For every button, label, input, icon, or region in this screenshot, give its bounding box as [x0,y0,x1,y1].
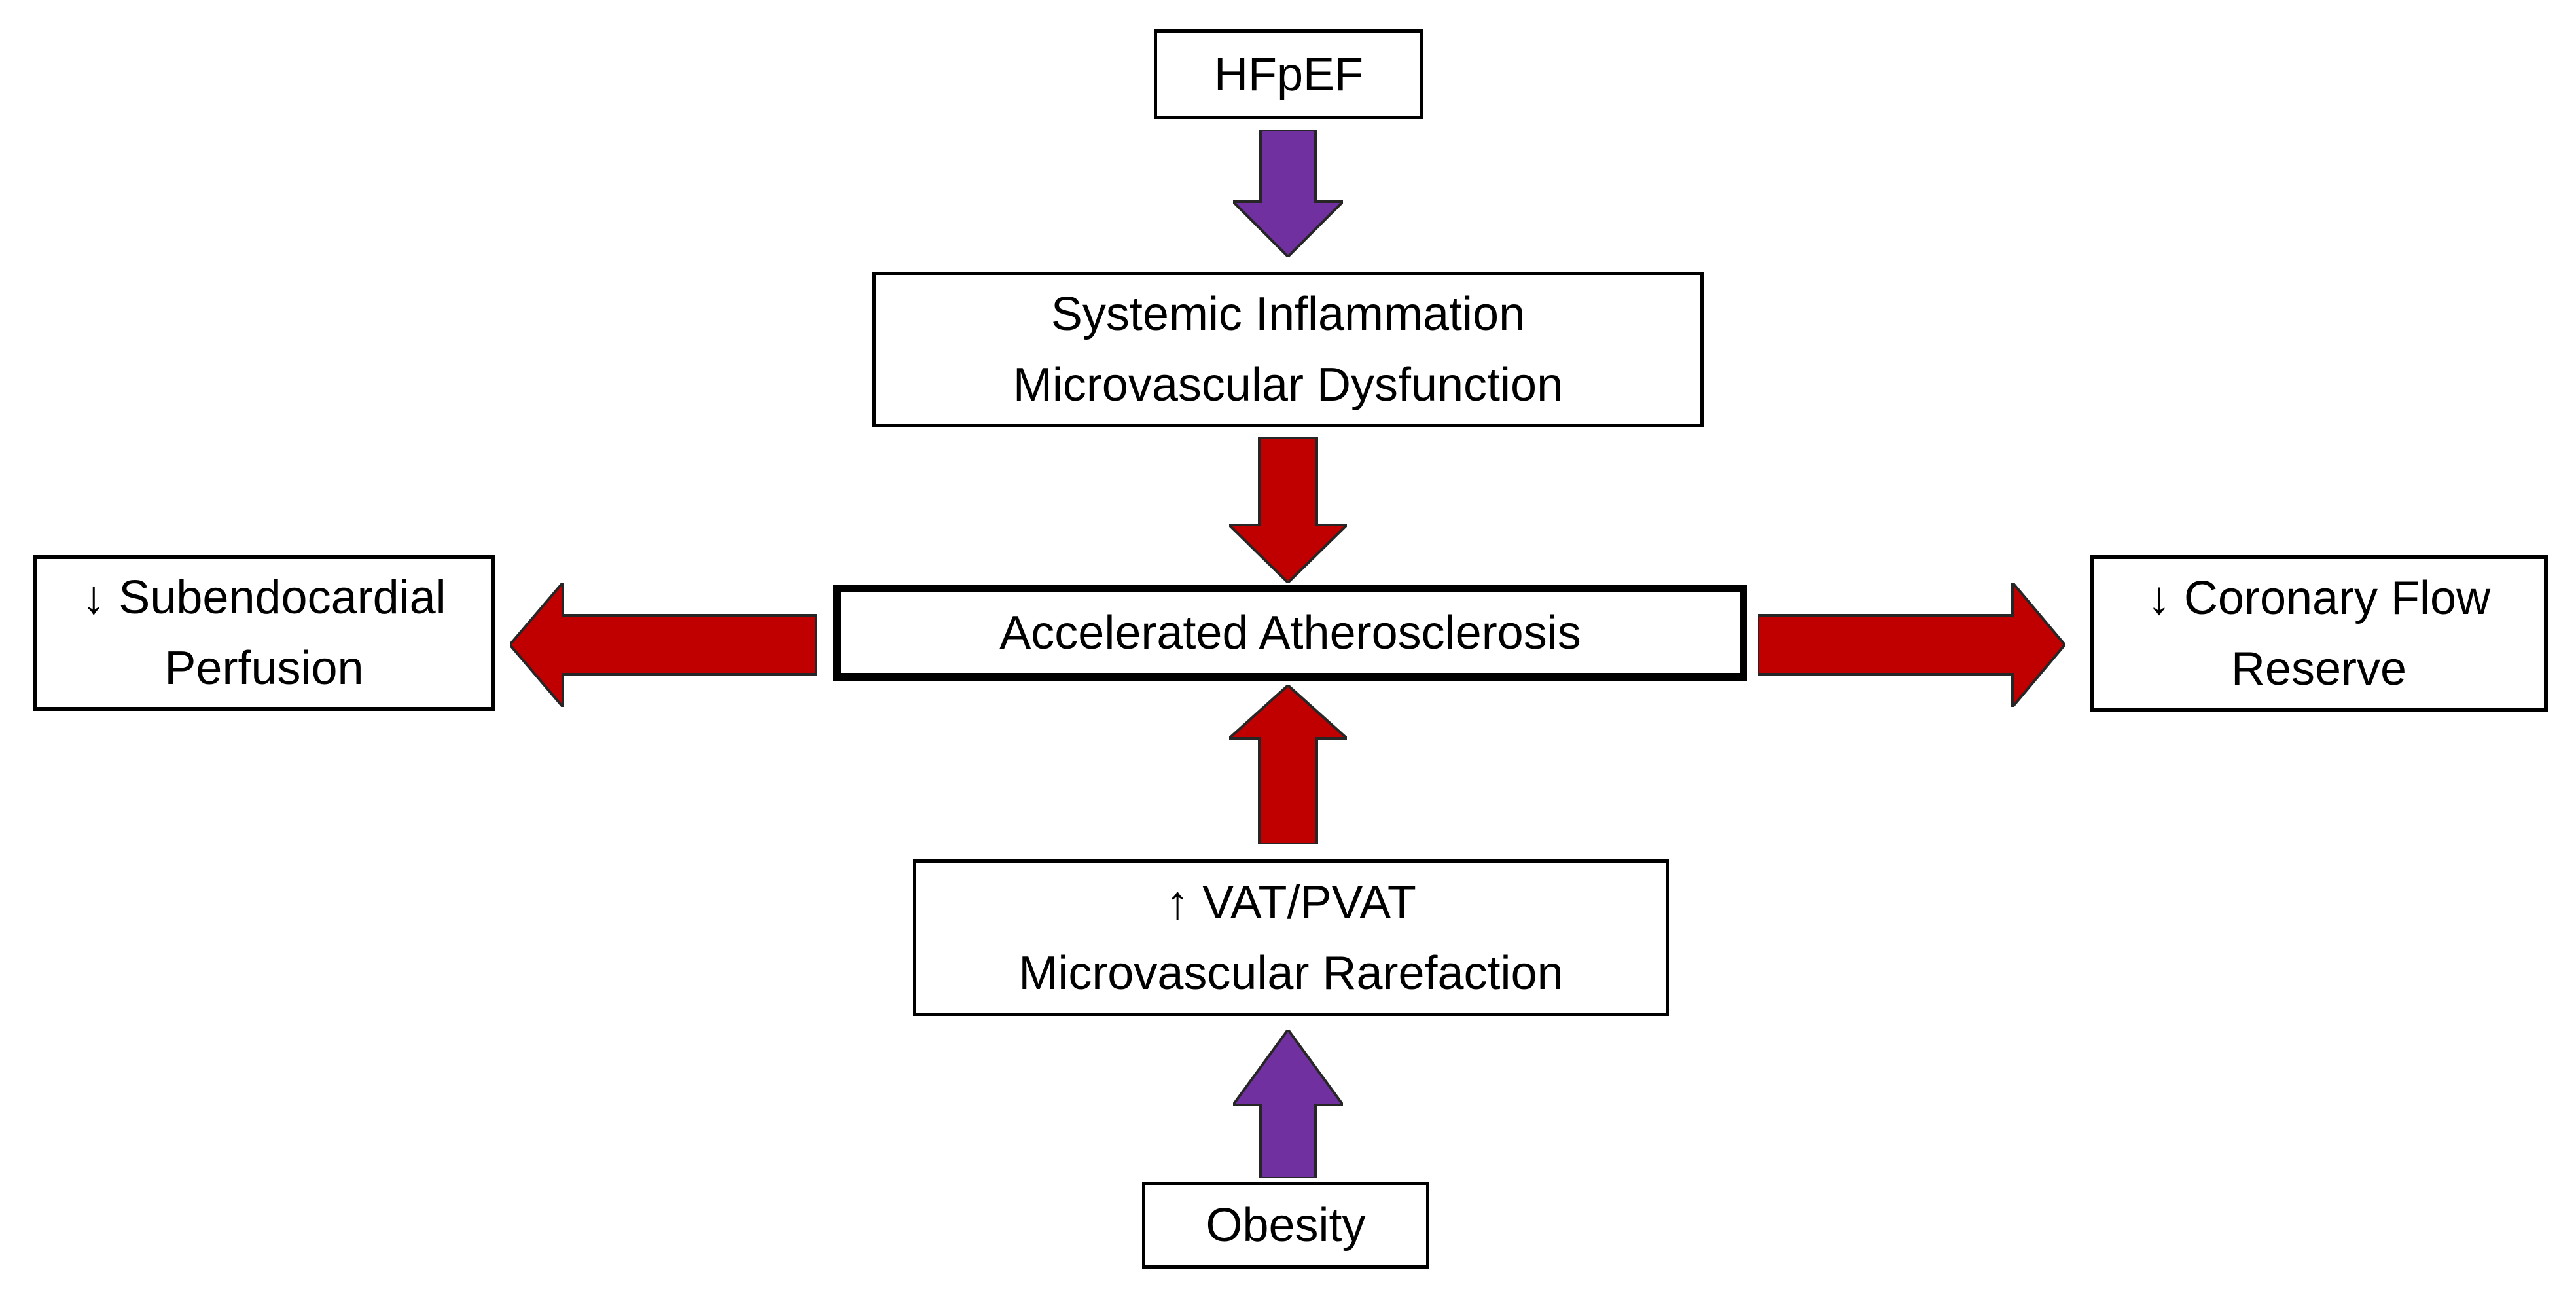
left-arrow-red-shape [510,583,817,707]
node-subendocardial-line2: Perfusion [164,642,364,695]
down-arrow-purple-shape [1233,130,1343,257]
left-arrow-icon [510,583,817,707]
node-accelerated-label: Accelerated Atherosclerosis [999,606,1581,659]
down-arrow-icon [1233,130,1343,257]
right-arrow-red-shape [1758,583,2065,707]
up-arrow-icon [1233,1030,1343,1178]
node-coronary-line1: ↓ Coronary Flow [2147,572,2491,624]
up-arrow-red-shape [1229,685,1347,844]
up-arrow-icon [1229,685,1347,844]
node-coronary-line2: Reserve [2230,643,2407,695]
node-subendocardial-line1: ↓ Subendocardial [82,571,446,624]
node-hfpef: HFpEF [1154,29,1423,119]
node-systemic-inflammation: Systemic Inflammation Microvascular Dysf… [872,272,1704,427]
node-systemic-line2: Microvascular Dysfunction [1012,359,1564,411]
node-vat-line2: Microvascular Rarefaction [1018,947,1564,1000]
right-arrow-icon [1758,583,2065,707]
up-arrow-purple-shape [1233,1030,1343,1178]
node-hfpef-label: HFpEF [1213,48,1364,101]
node-vat-line1: ↑ VAT/PVAT [1166,876,1416,929]
node-systemic-line1: Systemic Inflammation [1050,288,1526,340]
node-coronary-flow-reserve: ↓ Coronary Flow Reserve [2090,555,2548,712]
down-arrow-icon [1229,437,1347,583]
node-accelerated-atherosclerosis: Accelerated Atherosclerosis [833,585,1747,681]
node-vat-pvat: ↑ VAT/PVAT Microvascular Rarefaction [913,859,1669,1016]
node-subendocardial-perfusion: ↓ Subendocardial Perfusion [33,555,495,711]
node-obesity: Obesity [1142,1182,1429,1269]
node-obesity-label: Obesity [1206,1199,1366,1252]
down-arrow-red-shape [1229,437,1347,583]
